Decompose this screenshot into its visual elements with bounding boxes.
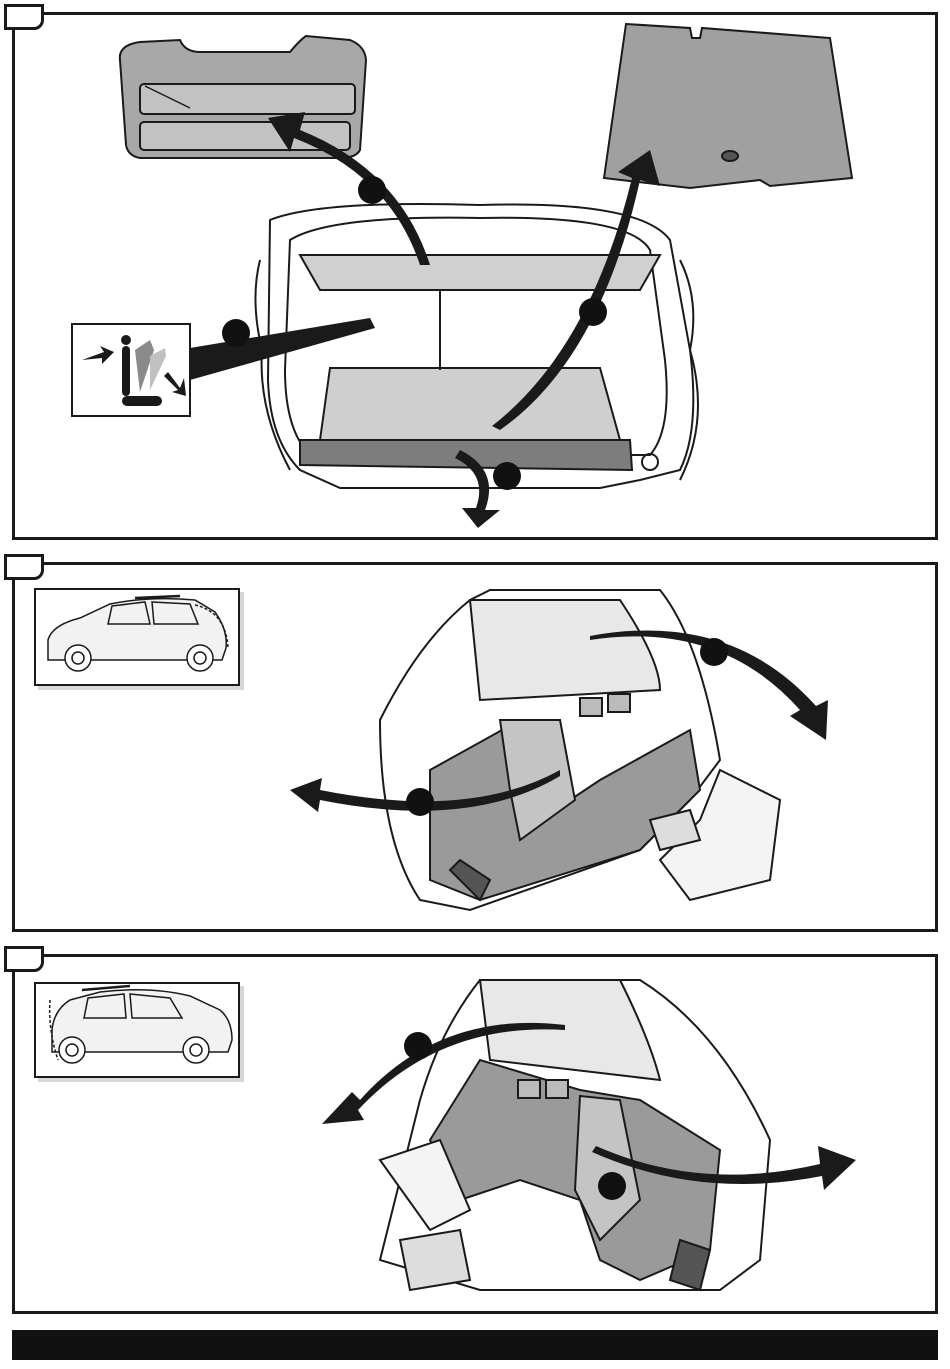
step-badge-8	[598, 1172, 626, 1200]
car-side-icon	[50, 986, 232, 1063]
step-badge-7	[404, 1032, 432, 1060]
footer-bar	[12, 1330, 938, 1360]
trunk-interior-left	[380, 980, 770, 1290]
